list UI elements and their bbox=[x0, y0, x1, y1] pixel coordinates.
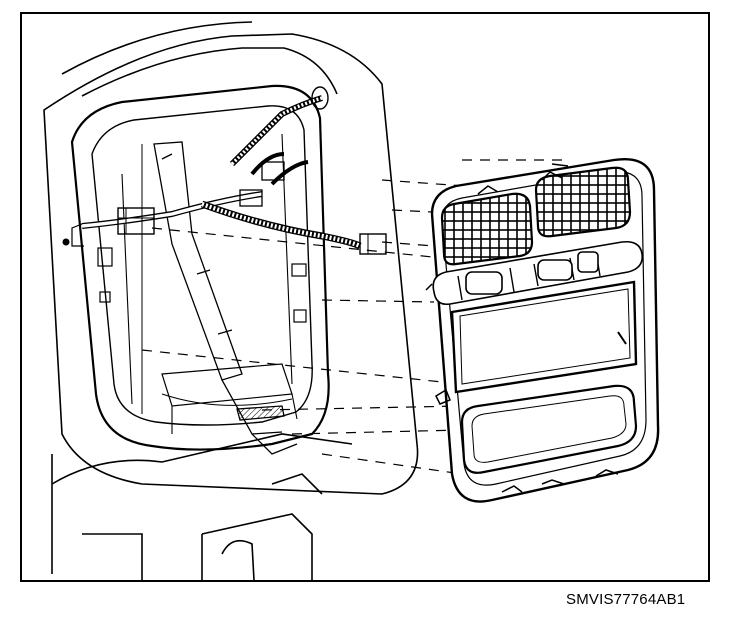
wiring-harness bbox=[62, 86, 387, 255]
right-air-vent bbox=[534, 166, 632, 238]
exploded-view-drawing bbox=[43, 21, 660, 580]
lower-storage-pocket bbox=[460, 384, 638, 474]
left-air-vent bbox=[440, 192, 534, 266]
instrument-panel-bezel bbox=[425, 157, 660, 503]
vent-control-rail bbox=[432, 240, 644, 306]
dashboard-body bbox=[43, 21, 419, 580]
radio-mounting-bracket bbox=[153, 141, 298, 455]
dash-opening bbox=[70, 84, 330, 451]
figure-reference-code: SMVIS77764AB1 bbox=[566, 591, 686, 608]
retainer-clips bbox=[425, 163, 619, 493]
radio-opening bbox=[450, 280, 638, 394]
illustration-frame bbox=[20, 12, 710, 582]
